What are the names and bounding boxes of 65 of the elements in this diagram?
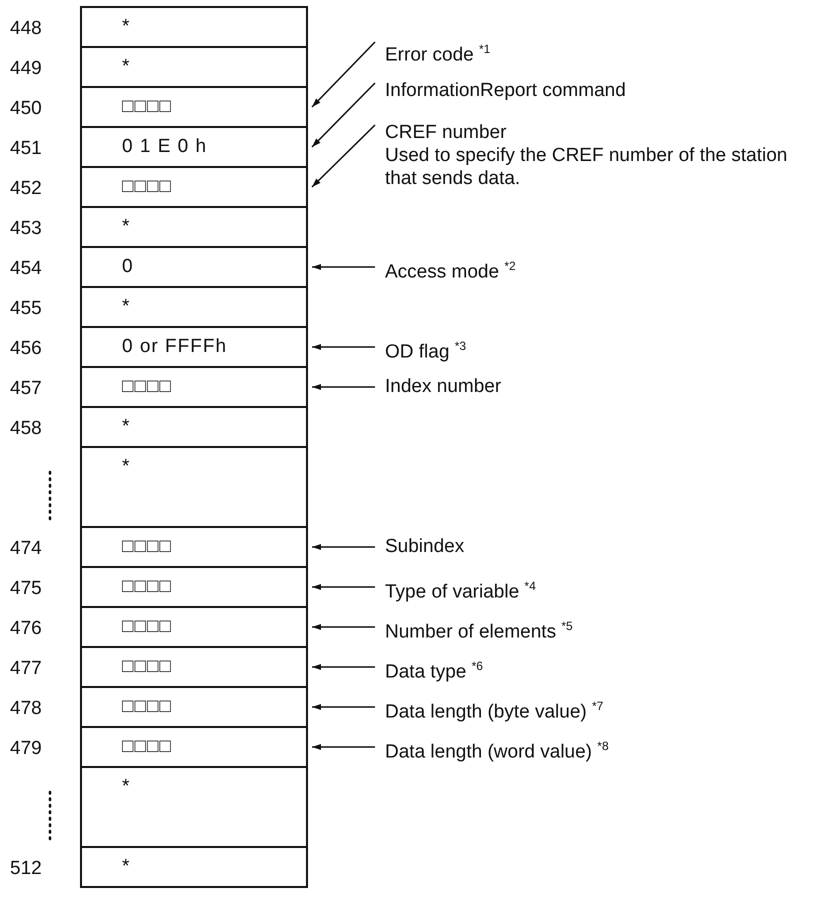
address-number: 449 <box>10 58 42 80</box>
annotation-text: InformationReport command <box>385 79 810 102</box>
leader-line <box>312 704 375 710</box>
leader-line <box>312 384 375 390</box>
address-number: 476 <box>10 618 42 640</box>
address-number: 453 <box>10 218 42 240</box>
address-number: 477 <box>10 658 42 680</box>
leader-line <box>312 744 375 750</box>
cell-value: □□□□ <box>122 536 172 558</box>
annotation-text: Data length (byte value) $^{*7}$ <box>385 695 810 724</box>
leader-line <box>311 82 376 148</box>
address-number: 458 <box>10 418 42 440</box>
cell-value: * <box>122 216 130 238</box>
annotation-text: Access mode $^{*2}$ <box>385 255 810 284</box>
cell-value: * <box>122 56 130 78</box>
address-number: 457 <box>10 378 42 400</box>
leader-line <box>312 544 375 550</box>
cell-value: □□□□ <box>122 96 172 118</box>
leader-line <box>312 264 375 270</box>
cell-value: □□□□ <box>122 616 172 638</box>
annotation-text: CREF number <box>385 121 508 144</box>
annotation-text: Type of variable $^{*4}$ <box>385 575 810 604</box>
cell-value: 0 <box>122 256 134 278</box>
cell-value: □□□□ <box>122 576 172 598</box>
address-number: 475 <box>10 578 42 600</box>
annotation-text: Index number <box>385 375 810 398</box>
address-number: 451 <box>10 138 42 160</box>
leader-line <box>312 624 375 630</box>
annotation-text: Data type $^{*6}$ <box>385 655 810 684</box>
cell-value: * <box>122 776 130 798</box>
address-number: 478 <box>10 698 42 720</box>
cell-value: * <box>122 416 130 438</box>
leader-line <box>311 124 376 188</box>
leader-line <box>311 41 376 108</box>
cell-value: □□□□ <box>122 376 172 398</box>
cell-value: 0 or FFFFh <box>122 336 228 358</box>
leader-line <box>312 584 375 590</box>
cell-value: □□□□ <box>122 736 172 758</box>
address-number: 448 <box>10 18 42 40</box>
leader-line <box>312 664 375 670</box>
annotation-text: Error code $^{*1}$ <box>385 38 810 66</box>
cell-value: * <box>122 296 130 318</box>
leader-line <box>312 344 375 350</box>
annotation-text: OD flag $^{*3}$ <box>385 335 810 364</box>
address-number: 450 <box>10 98 42 120</box>
cell-value: * <box>122 456 130 478</box>
address-number: 474 <box>10 538 42 560</box>
cell-value: 0 1 E 0 h <box>122 136 208 158</box>
address-number: 512 <box>10 858 42 880</box>
memory-row <box>80 446 308 528</box>
annotation-text: Subindex <box>385 535 810 558</box>
address-number: 456 <box>10 338 42 360</box>
address-number: 454 <box>10 258 42 280</box>
address-number: 452 <box>10 178 42 200</box>
cell-value: * <box>122 16 130 38</box>
cell-value: * <box>122 856 130 878</box>
address-number: 455 <box>10 298 42 320</box>
annotation-text: Data length (word value) $^{*8}$ <box>385 735 810 764</box>
cell-value: □□□□ <box>122 176 172 198</box>
memory-row <box>80 766 308 848</box>
cell-value: □□□□ <box>122 696 172 718</box>
annotation-note: Used to specify the CREF number of the station that sends data. <box>385 144 788 190</box>
address-number: 479 <box>10 738 42 760</box>
annotation-text: Number of elements $^{*5}$ <box>385 615 810 644</box>
cell-value: □□□□ <box>122 656 172 678</box>
